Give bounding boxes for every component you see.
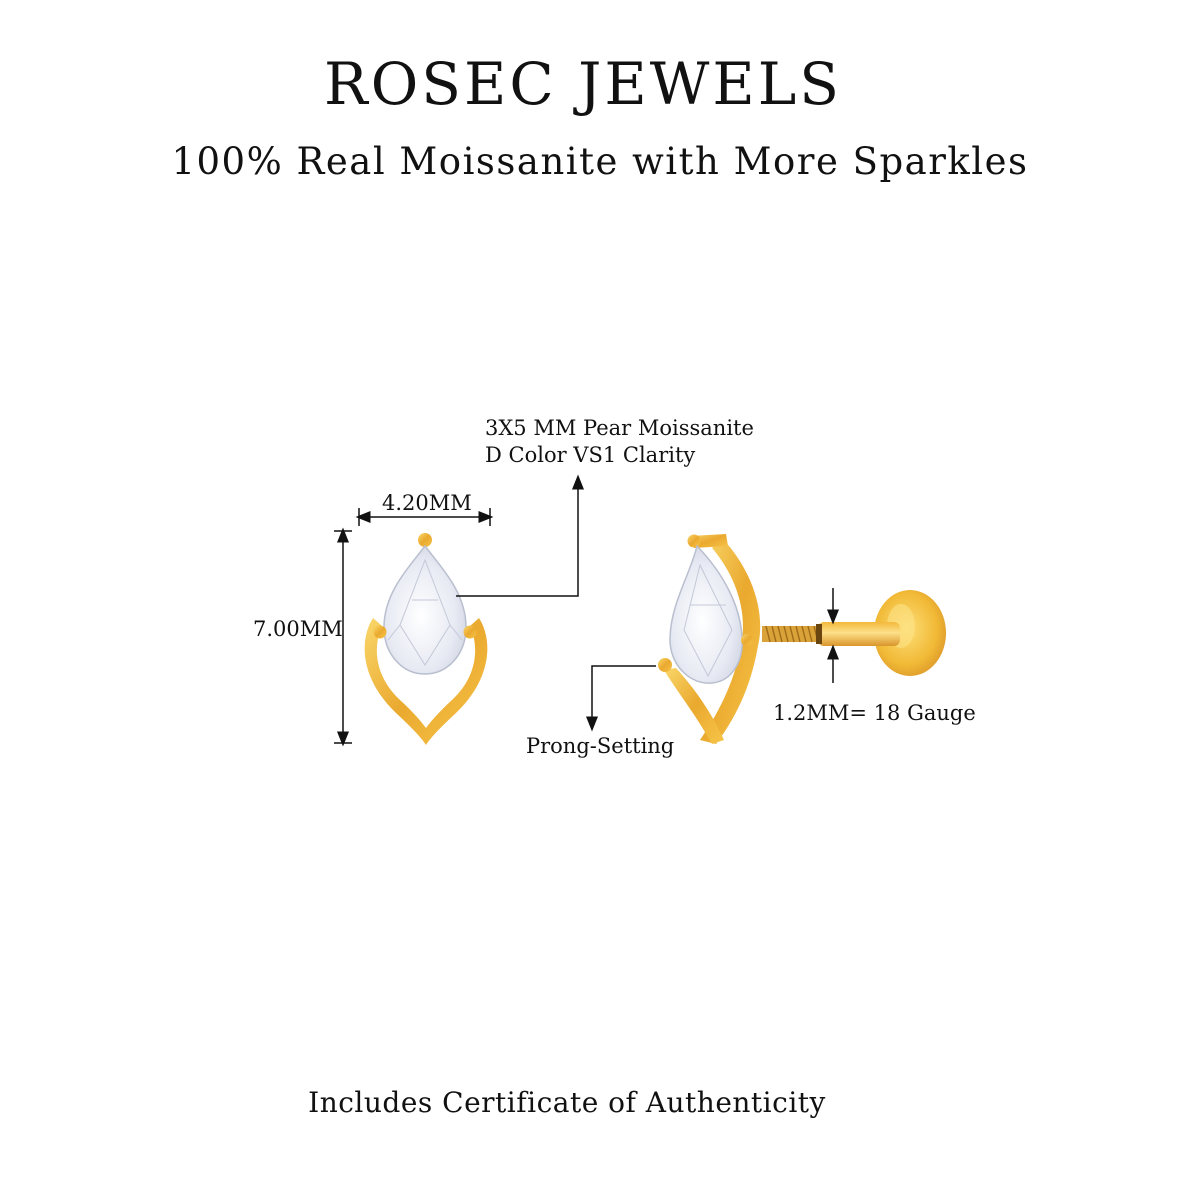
tagline: 100% Real Moissanite with More Sparkles: [171, 140, 1029, 183]
side-prong-left: [373, 625, 387, 639]
brand-title: ROSEC JEWELS: [324, 50, 842, 118]
side-top-prong: [690, 534, 728, 548]
earring-front-view: [364, 533, 488, 745]
top-prong: [418, 533, 432, 547]
side-leaf-point: [664, 668, 724, 744]
pear-moissanite-side: [669, 544, 743, 684]
prong-callout-leader: [586, 665, 656, 732]
labret-post: [818, 622, 900, 646]
stone-spec-line1: 3X5 MM Pear Moissanite: [485, 416, 754, 440]
earring-side-view: [658, 534, 946, 744]
certificate-note: Includes Certificate of Authenticity: [308, 1086, 826, 1119]
side-view-prong: [658, 658, 672, 672]
side-frame: [700, 538, 761, 744]
stone-spec-line2: D Color VS1 Clarity: [485, 443, 696, 467]
stone-callout-leader: [456, 474, 584, 597]
width-dimension: [355, 508, 494, 526]
setting-label: Prong-Setting: [526, 734, 675, 758]
side-prong-right: [463, 625, 477, 639]
width-label: 4.20MM: [382, 491, 472, 515]
stone-facets: [387, 558, 463, 666]
height-dimension: [334, 527, 352, 747]
gauge-label: 1.2MM= 18 Gauge: [773, 701, 976, 725]
side-stone-facets: [683, 563, 733, 678]
height-label: 7.00MM: [253, 617, 343, 641]
pear-moissanite: [383, 544, 467, 675]
